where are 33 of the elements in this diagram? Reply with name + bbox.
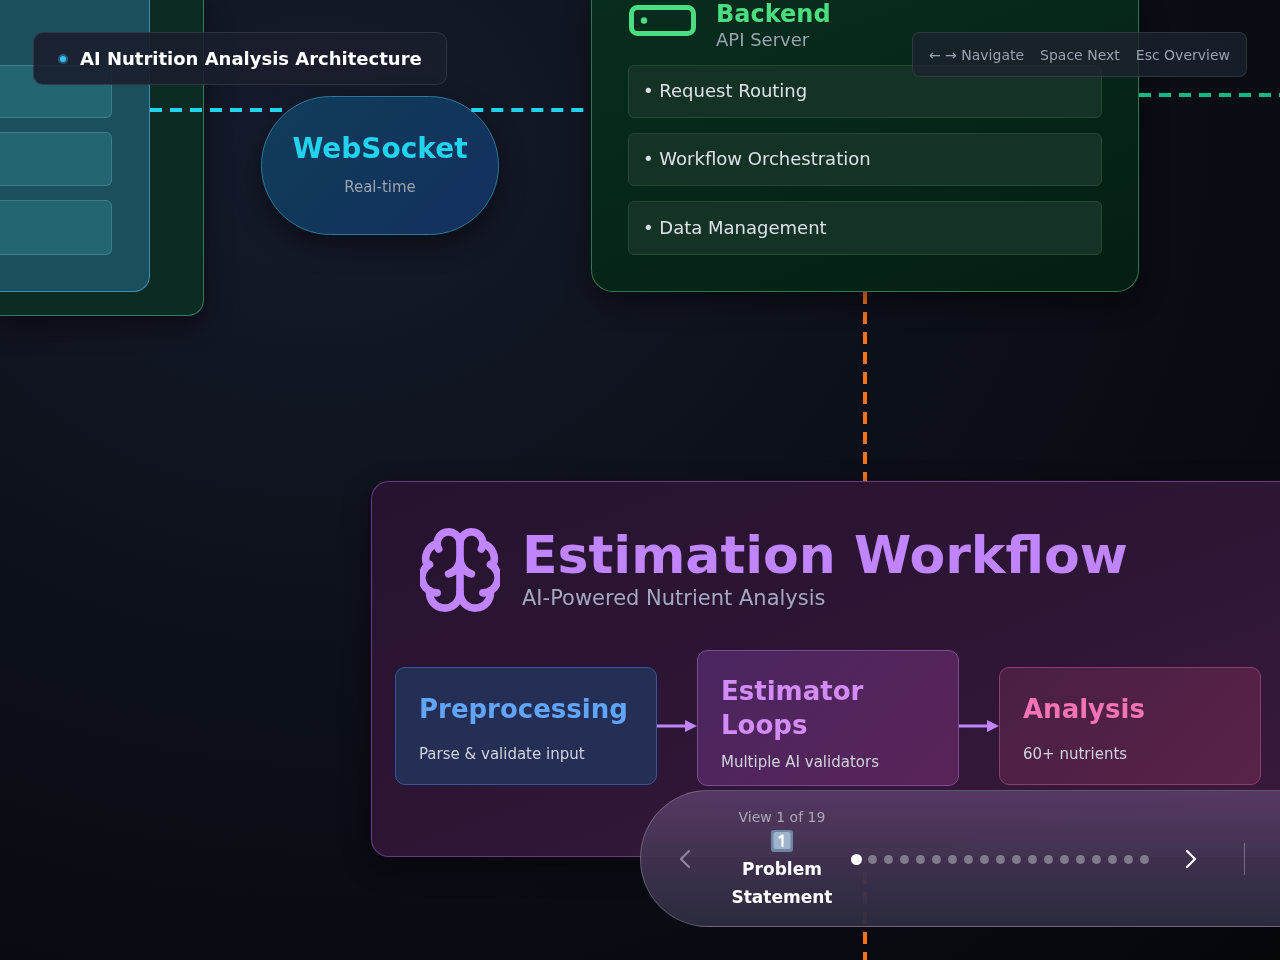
node-title: WebSocket xyxy=(291,132,469,166)
step-title: Preprocessing xyxy=(419,693,629,726)
node-subtitle: Real-time xyxy=(343,177,417,197)
slide-counter: View 1 of 19 xyxy=(738,808,826,826)
node-subtitle: AI-Powered Nutrient Analysis xyxy=(522,585,827,611)
arrow xyxy=(657,720,697,732)
step-description: Parse & validate input xyxy=(419,744,586,764)
placeholder-card xyxy=(0,200,112,255)
server-panel xyxy=(591,0,1139,292)
list-item xyxy=(628,65,1102,118)
step-description: Multiple AI validators xyxy=(721,752,880,772)
placeholder-card xyxy=(0,132,112,186)
step-title: Estimator Loops xyxy=(721,675,865,742)
diagram-title: AI Nutrition Analysis Architecture xyxy=(80,47,422,70)
step-description: 60+ nutrients xyxy=(1023,744,1129,764)
step-card xyxy=(697,650,959,786)
list-item xyxy=(628,201,1102,255)
item-label: • Data Management xyxy=(643,216,828,240)
item-label: • Workflow Orchestration xyxy=(643,147,872,171)
arrow xyxy=(959,720,999,732)
step-card xyxy=(999,667,1261,785)
node-subtitle: API Server xyxy=(716,29,811,51)
dashed-connector xyxy=(1139,93,1280,97)
shortcut-hint: Space Next xyxy=(1040,45,1120,64)
step-card xyxy=(395,667,657,785)
step-title: Analysis xyxy=(1023,693,1146,726)
node-title: Estimation Workflow xyxy=(522,526,1129,584)
shortcut-hint: Esc Overview xyxy=(1135,45,1230,64)
slide-title: Problem Statement xyxy=(731,858,833,909)
list-item xyxy=(628,133,1102,186)
node-title: Backend xyxy=(716,0,832,28)
shortcut-hint: ← → Navigate xyxy=(928,45,1025,64)
item-label: • Request Routing xyxy=(643,79,809,103)
